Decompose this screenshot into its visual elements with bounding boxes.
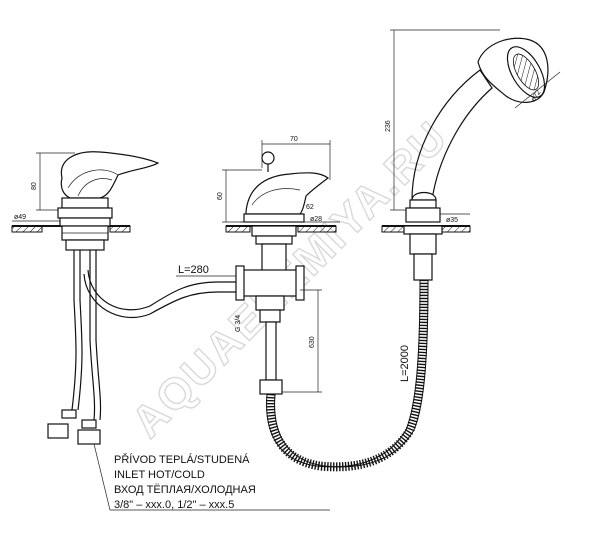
- dim-basin-height: 80: [31, 182, 38, 190]
- dim-pipe-length: 630: [309, 336, 316, 348]
- basin-mixer-left: 80 ø49: [11, 151, 160, 445]
- hand-shower-holder: 236 ø72 ø35: [381, 29, 561, 281]
- label-hose-length-a: L=280: [178, 264, 209, 276]
- dim-thread: G 3/4: [235, 315, 242, 332]
- label-hose-length-b: L=2000: [399, 345, 411, 382]
- dim-holder-diameter: ø35: [446, 217, 458, 224]
- dim-mixer-diameter: ø28: [310, 216, 322, 223]
- shower-hose: L=2000: [266, 279, 429, 472]
- dim-mixer-height: 60: [217, 192, 224, 200]
- inlet-note: PŘÍVOD TEPLÁ/STUDENÁ INLET HOT/COLD ВХОД…: [93, 443, 330, 511]
- note-line-2: INLET HOT/COLD: [114, 469, 205, 481]
- note-line-3: ВХОД ТЁПЛАЯ/ХОЛОДНАЯ: [114, 484, 256, 496]
- note-line-4: 3/8" – xxx.0, 1/2" – xxx.5: [114, 499, 234, 511]
- connecting-pipe: L=280: [83, 264, 240, 319]
- dim-spout: 62: [306, 204, 314, 211]
- diverter-mixer: 70 60 62 ø28 G 3/4: [217, 136, 340, 395]
- dim-shower-height: 236: [385, 120, 392, 132]
- dim-basin-diameter: ø49: [14, 214, 26, 221]
- note-line-1: PŘÍVOD TEPLÁ/STUDENÁ: [114, 453, 250, 466]
- dim-mixer-width: 70: [290, 136, 298, 143]
